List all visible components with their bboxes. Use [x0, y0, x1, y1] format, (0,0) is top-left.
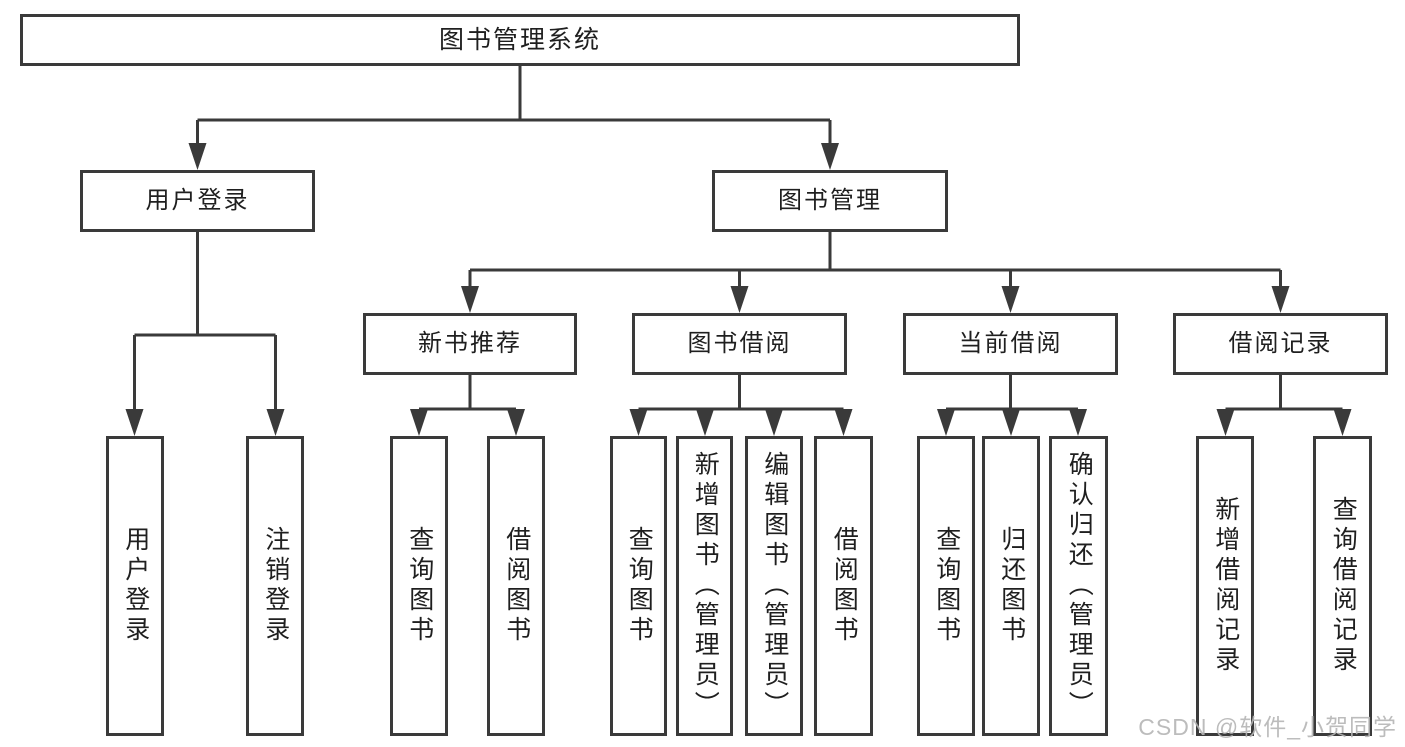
- arrowhead: [507, 409, 525, 436]
- arrowhead: [188, 143, 207, 170]
- node-current-borrow: 当前借阅: [903, 313, 1118, 375]
- arrowhead: [730, 286, 749, 313]
- node-root: 图书管理系统: [20, 14, 1020, 66]
- arrowhead: [410, 409, 428, 436]
- arrowhead: [696, 409, 714, 436]
- leaf-borrow-book: 借阅图书: [814, 436, 873, 736]
- node-book-management: 图书管理: [712, 170, 948, 232]
- arrowhead: [1069, 409, 1087, 436]
- watermark: CSDN @软件_小贺同学: [1138, 714, 1397, 740]
- leaf-add-borrow-record: 新增借阅记录: [1196, 436, 1254, 736]
- arrowhead: [1001, 286, 1020, 313]
- leaf-logout: 注销登录: [246, 436, 304, 736]
- leaf-user-login: 用户登录: [106, 436, 164, 736]
- arrowhead: [834, 409, 853, 436]
- leaf-query-book-current: 查询图书: [917, 436, 975, 736]
- leaf-confirm-return-admin: 确认归还（管理员）: [1049, 436, 1108, 736]
- arrowhead: [629, 409, 648, 436]
- arrowhead: [461, 286, 479, 313]
- leaf-borrow-book-recommend: 借阅图书: [487, 436, 545, 736]
- arrowhead: [937, 409, 955, 436]
- leaf-query-book-recommend: 查询图书: [390, 436, 448, 736]
- arrowhead: [1271, 286, 1290, 313]
- arrowhead: [1216, 409, 1235, 436]
- arrowhead: [125, 409, 144, 436]
- node-user-login: 用户登录: [80, 170, 315, 232]
- leaf-query-borrow-record: 查询借阅记录: [1313, 436, 1372, 736]
- node-book-borrow: 图书借阅: [632, 313, 847, 375]
- leaf-query-book-borrow: 查询图书: [610, 436, 667, 736]
- leaf-add-book-admin: 新增图书（管理员）: [676, 436, 733, 736]
- arrowhead: [266, 409, 285, 436]
- node-borrow-records: 借阅记录: [1173, 313, 1388, 375]
- node-new-book-recommend: 新书推荐: [363, 313, 577, 375]
- arrowhead: [1333, 409, 1352, 436]
- arrowhead: [1002, 409, 1020, 436]
- leaf-edit-book-admin: 编辑图书（管理员）: [745, 436, 803, 736]
- arrowhead: [821, 143, 839, 170]
- leaf-return-book: 归还图书: [982, 436, 1040, 736]
- arrowhead: [765, 409, 783, 436]
